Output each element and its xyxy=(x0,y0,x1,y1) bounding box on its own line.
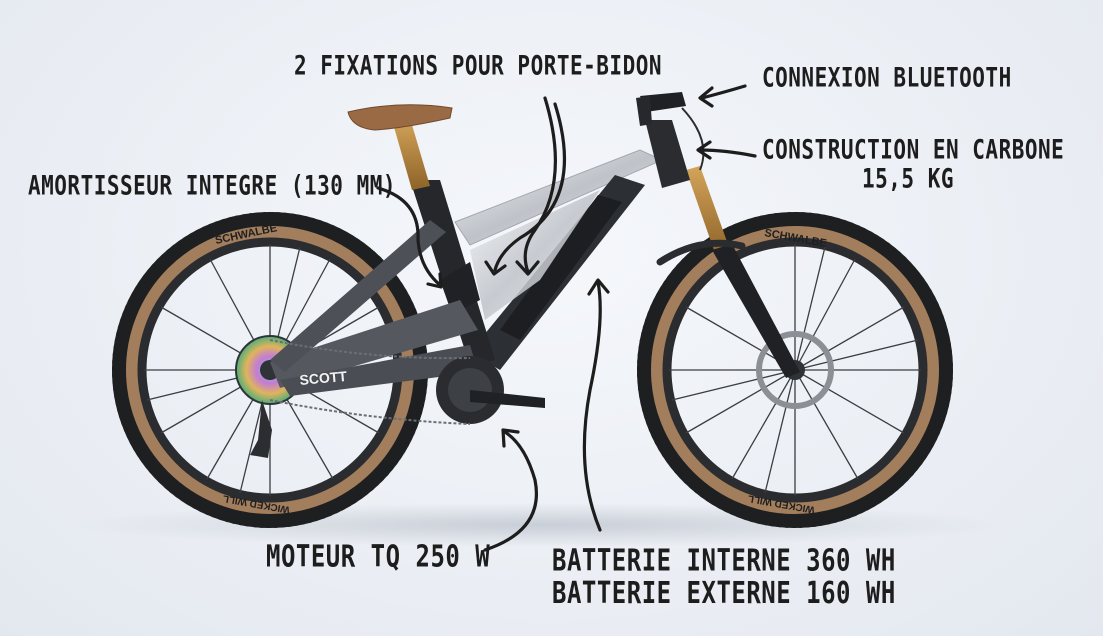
label-bluetooth: CONNEXION BLUETOOTH xyxy=(762,62,1012,93)
cockpit xyxy=(636,92,705,171)
arrow-carbon xyxy=(698,148,757,158)
arrow-motor xyxy=(483,430,538,552)
label-carbon-block: CONSTRUCTION EN CARBONE 15,5 KG xyxy=(762,134,1065,194)
label-weight: 15,5 KG xyxy=(861,163,954,194)
arrow-bluetooth xyxy=(700,84,747,100)
frame-brand-text: SCOTT xyxy=(299,368,348,388)
label-bottle-mounts: 2 FIXATIONS POUR PORTE-BIDON xyxy=(294,50,663,81)
bike-frame xyxy=(269,118,690,425)
arrow-battery xyxy=(582,280,602,532)
label-battery-block: BATTERIE INTERNE 360 WH BATTERIE EXTERNE… xyxy=(552,544,896,610)
annotation-arrows xyxy=(376,84,757,552)
label-battery-external: BATTERIE EXTERNE 160 WH xyxy=(552,575,896,611)
suspension-fork xyxy=(656,166,800,378)
label-battery-internal: BATTERIE INTERNE 360 WH xyxy=(552,542,896,578)
saddle xyxy=(347,104,453,131)
label-shock: AMORTISSEUR INTEGRE (130 MM) xyxy=(28,170,397,201)
arrow-shock xyxy=(376,186,442,287)
front-wheel xyxy=(637,212,953,528)
label-motor: MOTEUR TQ 250 W xyxy=(266,538,491,574)
arrow-bottle-mount-2 xyxy=(493,102,567,272)
label-carbon: CONSTRUCTION EN CARBONE xyxy=(762,134,1065,165)
